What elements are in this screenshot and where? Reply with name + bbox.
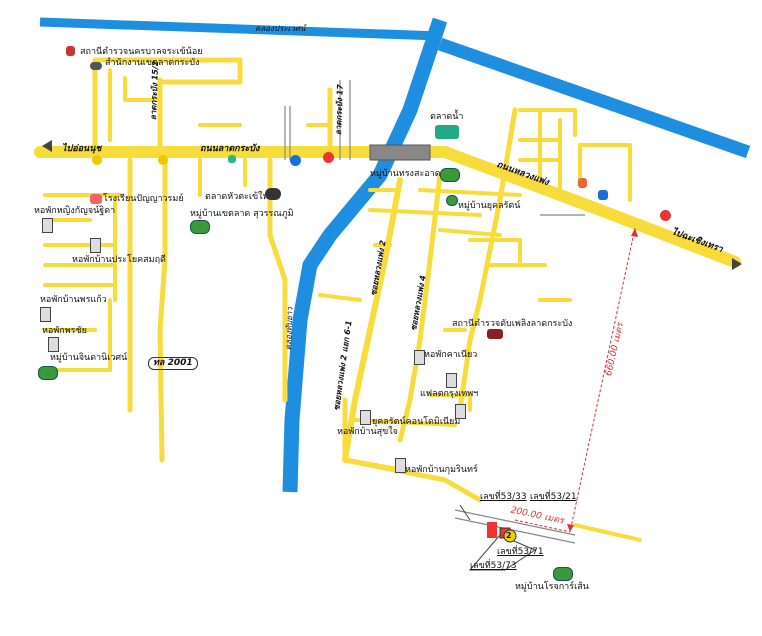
road-main-label: ถนนลาดกระบัง: [200, 144, 260, 154]
canal-diagonal: [282, 17, 448, 493]
site-marker-label: 2: [506, 531, 512, 540]
police-chalong-label: สถานีตำรวจดับเพลิงลาดกระบัง: [452, 319, 573, 329]
village-jinda-label: หมู่บ้านจินดานิเวศน์: [50, 353, 128, 363]
dorm-sukjai-icon: [360, 410, 371, 425]
plot-53-21-label: เลขที่53/21: [530, 492, 577, 502]
dorm-women-icon: [42, 218, 53, 233]
plot-53-73-label: เลขที่53/73: [470, 561, 517, 571]
road-ll-7: [38, 298, 112, 372]
canal-vertical-label: คลองทับยาว: [284, 306, 295, 351]
school-label: โรงเรียนปัญญาวรมย์: [103, 194, 184, 204]
plot-53-33-label: เลขที่53/33: [480, 492, 527, 502]
police-label: สถานีตำรวจนครบาลจระเข้น้อย: [80, 47, 203, 57]
road-r-6: [438, 228, 502, 237]
road-r-11: [353, 418, 457, 427]
dorm-pornkaew-label: หอพักบ้านพรแก้ว: [40, 295, 107, 305]
road-luang4: [397, 172, 443, 443]
route-2001-label: ทล 2001: [148, 357, 198, 370]
road-r-7: [468, 238, 522, 267]
condo-yukon-label: ยุคลรัตน์คอนโดมิเนียม: [372, 417, 461, 427]
market-huataket-icon: [265, 188, 281, 200]
site-marker: [503, 529, 517, 543]
plot-53-71-label: เลขที่53/71: [497, 547, 544, 557]
road-r-12: [342, 457, 483, 503]
bridge: [369, 144, 431, 161]
district-icon: [90, 62, 102, 70]
school-icon: [90, 194, 102, 204]
police-chalong-icon: [487, 329, 503, 339]
dorm-women-label: หอพักหญิงกัญจน์ฐิดา: [34, 206, 116, 216]
dorm-pornchai-label: หอพักพรชัย: [42, 326, 87, 336]
road-r-15: [518, 108, 577, 137]
road-luang4b: [457, 107, 518, 413]
ptt-icon: [290, 155, 301, 166]
market-huataket-label: ตลาดหัวตะเข้ใหม่: [205, 192, 275, 202]
site-boundary: [468, 534, 537, 571]
gas-icon: [660, 210, 671, 221]
dorm-pornkaew-icon: [40, 307, 51, 322]
flat-krungthep-label: แฟลตกรุงเทพฯ: [420, 389, 479, 399]
village-yudrat-label: หมู่บ้านยุคลรัตน์: [458, 201, 521, 211]
dorm-kumrin-label: หอพักบ้านกุมรินทร์: [405, 465, 478, 475]
road-r-2: [368, 208, 482, 217]
dim-vertical: [569, 227, 636, 533]
canal-ne: [437, 37, 751, 159]
road-r-10: [428, 393, 472, 412]
road-left-end-label: ไปอ่อนนุช: [62, 144, 102, 154]
village-jinda-icon: [38, 366, 58, 380]
road-luang2: [342, 177, 403, 463]
village-khetlad-icon: [190, 220, 210, 234]
arrow-left: [42, 140, 52, 152]
canal-top: [39, 17, 441, 41]
canal-top-label: คลองประเวศน์: [255, 24, 306, 33]
seven-eleven-icon: [228, 155, 236, 163]
dim-horizontal: [514, 519, 571, 533]
road-main: [34, 146, 741, 268]
road-r-16: [578, 143, 632, 202]
village-thongsa-label: หมู่บ้านทรงสะอาด: [370, 169, 441, 179]
shop-icon: [598, 190, 608, 200]
village-khetlad-label: หมู่บ้านเขตลาด สุวรรณภูมิ: [190, 209, 294, 219]
road-route2001: [157, 157, 168, 463]
market-water-label: ตลาดน้ำ: [430, 112, 464, 122]
arrow-right: [732, 258, 742, 270]
village-thongsa-icon: [440, 168, 460, 182]
flat-krungthep-icon: [446, 373, 457, 388]
police-icon: [66, 46, 75, 56]
road-left-1: [92, 57, 243, 85]
dorm-kanniya-label: หอพักคาเนียว: [424, 350, 478, 360]
village-yudrat-icon: [446, 195, 458, 206]
road-r-4: [318, 293, 362, 302]
dorm-kanniya-icon: [414, 350, 425, 365]
site-building: [487, 522, 497, 538]
market-water-icon: [435, 125, 459, 139]
shell-icon: [92, 155, 102, 165]
bank-icon: [158, 155, 168, 165]
condo-yukon-icon: [455, 404, 466, 419]
road-r-5: [418, 188, 522, 197]
dorm-prayod-icon: [90, 238, 101, 253]
dorm-kumrin-icon: [395, 458, 406, 473]
dorm-sukjai-label: หอพักบ้านสุขใจ: [337, 427, 398, 437]
village-rojkarn-icon: [553, 567, 573, 581]
district-label: สำนักงานเขตลาดกระบัง: [105, 58, 200, 68]
dorm-pornchai-icon: [48, 337, 59, 352]
road-left-4: [123, 76, 162, 102]
hospital-icon: [323, 152, 334, 163]
dorm-prayod-label: หอพักบ้านประโยคสมฤดี: [72, 255, 166, 265]
fire-icon: [578, 178, 587, 188]
village-rojkarn-label: หมู่บ้านโรจการ์เส้น: [515, 582, 589, 592]
road-r-21: [573, 523, 642, 542]
